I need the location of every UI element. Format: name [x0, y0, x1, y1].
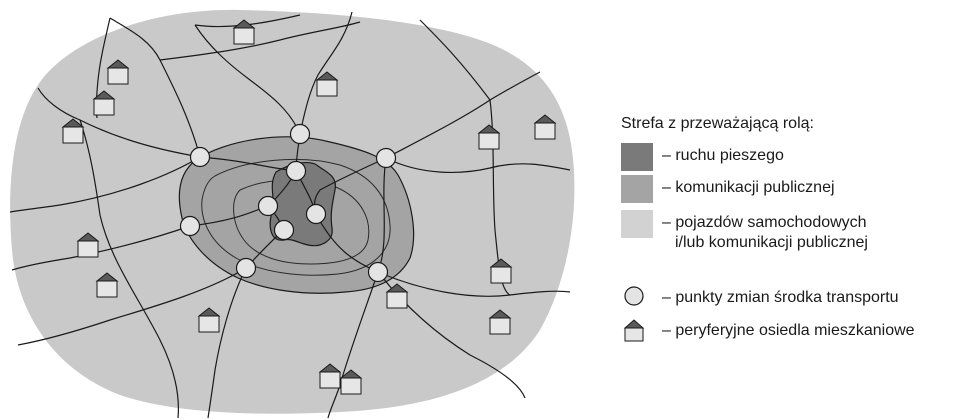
legend-label-public-transport: – komunikacji publicznej [662, 179, 835, 196]
road [377, 157, 387, 273]
road-network [9, 11, 571, 419]
house-icon [95, 272, 119, 298]
house-icon [477, 124, 501, 150]
car-traffic-zone-swatch [621, 210, 653, 238]
legend-label-transfer-points: – punkty zmian środka transportu [662, 289, 899, 306]
road [159, 21, 361, 61]
house-icon [623, 319, 645, 342]
house-icon [76, 232, 100, 258]
road [37, 87, 201, 158]
house-icon [533, 114, 557, 140]
legend: Strefa z przeważającą rolą: – ruchu pies… [612, 0, 960, 419]
road [385, 157, 571, 173]
transfer-point-circle [305, 203, 327, 225]
house-icon [92, 90, 116, 116]
transfer-point-circle [189, 146, 211, 168]
road [377, 271, 571, 297]
house-icon [197, 307, 221, 333]
zone-contour-ring [201, 158, 391, 276]
house-icon [232, 19, 256, 45]
house-icon [488, 309, 512, 335]
transfer-point-circle [289, 123, 311, 145]
house-icon [318, 363, 342, 389]
city-zones-map [9, 9, 575, 419]
pedestrian-zone-swatch [621, 143, 653, 171]
road [17, 267, 247, 346]
circle-icon [624, 286, 644, 306]
road [207, 267, 247, 419]
transfer-point-circle [235, 257, 257, 279]
house-icon [61, 118, 85, 144]
transfer-points [179, 123, 397, 283]
transfer-point-circle [257, 195, 279, 217]
house-icon [339, 369, 363, 395]
public-transport-zone-swatch [621, 175, 653, 203]
house-icon [106, 59, 130, 85]
house-icon [385, 283, 409, 309]
legend-label-pedestrian: – ruchu pieszego [662, 147, 784, 164]
road [419, 19, 491, 101]
transfer-point-circle [367, 261, 389, 283]
road [79, 119, 179, 419]
legend-label-car-traffic-line1: – pojazdów samochodowych [662, 214, 867, 231]
transfer-point-circle [273, 219, 295, 241]
road [299, 11, 353, 135]
legend-label-car-traffic-line2: i/lub komunikacji publicznej [675, 234, 868, 251]
transfer-point-circle [285, 160, 307, 182]
transfer-point-circle [375, 147, 397, 169]
road [385, 71, 541, 159]
legend-title: Strefa z przeważającą rolą: [621, 115, 814, 132]
residential-estates [61, 19, 557, 395]
road [9, 156, 201, 213]
house-icon [315, 71, 339, 97]
house-icon [489, 258, 513, 284]
legend-label-housing: – peryferyjne osiedla mieszkaniowe [662, 322, 915, 339]
road [194, 24, 301, 135]
transfer-point-circle [179, 215, 201, 237]
